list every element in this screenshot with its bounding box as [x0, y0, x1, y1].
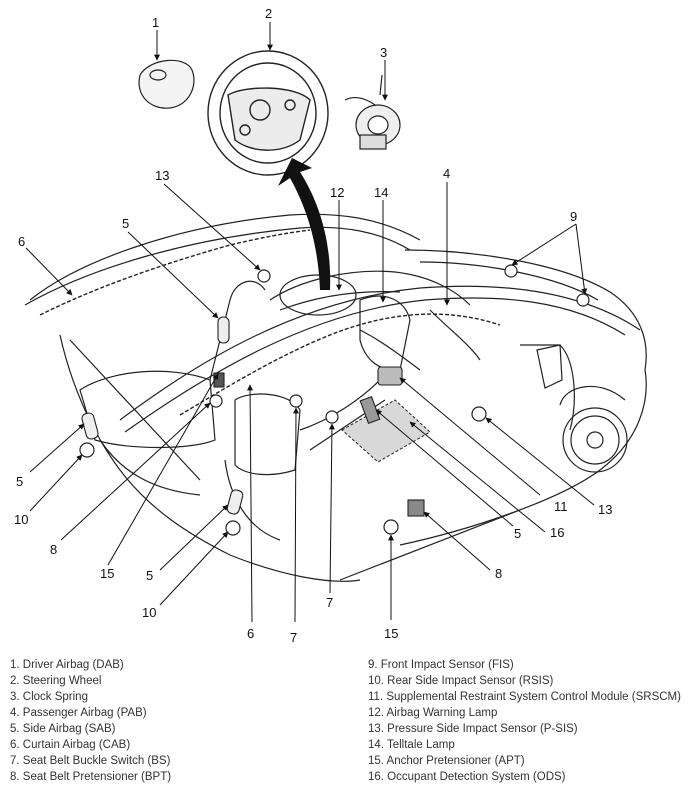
anchor-pretensioner-left: [209, 394, 223, 408]
callout-6-top: 6: [18, 234, 25, 249]
legend-item: 7. Seat Belt Buckle Switch (BS): [10, 755, 171, 767]
seat-belt-pretensioner: [213, 372, 225, 388]
legend-item: 2. Steering Wheel: [10, 675, 102, 687]
side-airbag-seat: [226, 489, 244, 515]
callout-1: 1: [152, 15, 159, 30]
callout-8-left: 8: [50, 542, 57, 557]
callout-14: 14: [374, 185, 388, 200]
legend-item: 6. Curtain Airbag (CAB): [10, 739, 131, 751]
callout-10-left: 10: [14, 512, 28, 527]
rear-impact-sensor-seat: [225, 520, 241, 536]
callout-9: 9: [570, 209, 577, 224]
callout-7-bottom: 7: [290, 630, 297, 645]
callout-15-left: 15: [100, 566, 114, 581]
legend-item: 3. Clock Spring: [10, 691, 88, 703]
callout-numbers: 1 2 3 4 9 13 5 6 12 14 5 10 8 15 5 10 6 …: [14, 6, 612, 645]
belt-switch-sensor-2: [325, 410, 339, 424]
legend-right-column: 9. Front Impact Sensor (FIS) 10. Rear Si…: [368, 657, 681, 785]
callout-13-top: 13: [155, 168, 169, 183]
anchor-pretensioner-right: [383, 519, 399, 535]
legend-item: 5. Side Airbag (SAB): [10, 723, 116, 735]
steering-wheel: [207, 50, 329, 176]
legend-item: 1. Driver Airbag (DAB): [10, 659, 124, 671]
callout-12: 12: [330, 185, 344, 200]
ods-mat: [341, 399, 431, 463]
clock-spring: [344, 74, 401, 150]
callout-3: 3: [380, 45, 387, 60]
callout-7-mid: 7: [326, 595, 333, 610]
p-sis-sensor-right: [471, 406, 487, 422]
rear-impact-sensor-left: [79, 442, 95, 458]
srscm-module: [377, 366, 403, 386]
legend-item: 16. Occupant Detection System (ODS): [368, 771, 566, 783]
side-airbag-front-left: [217, 316, 230, 344]
front-impact-sensor-right: [576, 293, 590, 307]
callout-2: 2: [265, 6, 272, 21]
callout-5-top: 5: [122, 216, 129, 231]
belt-buckle-switch: [359, 395, 381, 425]
p-sis-sensor-left: [257, 269, 271, 283]
callout-15-bottom: 15: [384, 626, 398, 641]
car-body: [24, 213, 647, 582]
seat-belt-pretensioner-right: [407, 499, 425, 517]
callout-10-seat: 10: [142, 605, 156, 620]
curtain-airbag-line: [39, 229, 501, 416]
callout-6-bottom: 6: [247, 626, 254, 641]
legend-item: 9. Front Impact Sensor (FIS): [368, 659, 514, 671]
leader-lines: [25, 22, 595, 623]
legend-item: 12. Airbag Warning Lamp: [368, 707, 498, 719]
legend-item: 10. Rear Side Impact Sensor (RSIS): [368, 675, 554, 687]
callout-13-right: 13: [598, 502, 612, 517]
legend-item: 4. Passenger Airbag (PAB): [10, 707, 147, 719]
driver-airbag-module: [138, 59, 195, 109]
front-impact-sensor-left: [504, 264, 518, 278]
side-airbag-rear-left: [81, 412, 99, 440]
callout-5-left: 5: [16, 474, 23, 489]
legend-item: 11. Supplemental Restraint System Contro…: [368, 691, 681, 703]
steering-location-arrow: [278, 158, 331, 290]
legend-item: 13. Pressure Side Impact Sensor (P-SIS): [368, 723, 578, 735]
legend-item: 14. Telltale Lamp: [368, 739, 455, 751]
callout-4: 4: [443, 166, 450, 181]
legend-item: 15. Anchor Pretensioner (APT): [368, 755, 525, 767]
callout-16: 16: [550, 525, 564, 540]
belt-switch-sensor: [289, 394, 303, 408]
callout-5-right: 5: [514, 526, 521, 541]
srs-component-diagram: 1 2 3 4 9 13 5 6 12 14 5 10 8 15 5 10 6 …: [14, 6, 647, 645]
legend-left-column: 1. Driver Airbag (DAB) 2. Steering Wheel…: [10, 657, 171, 785]
callout-8-right: 8: [495, 566, 502, 581]
legend-item: 8. Seat Belt Pretensioner (BPT): [10, 771, 172, 783]
callout-5-seat: 5: [146, 568, 153, 583]
callout-11: 11: [554, 499, 568, 514]
